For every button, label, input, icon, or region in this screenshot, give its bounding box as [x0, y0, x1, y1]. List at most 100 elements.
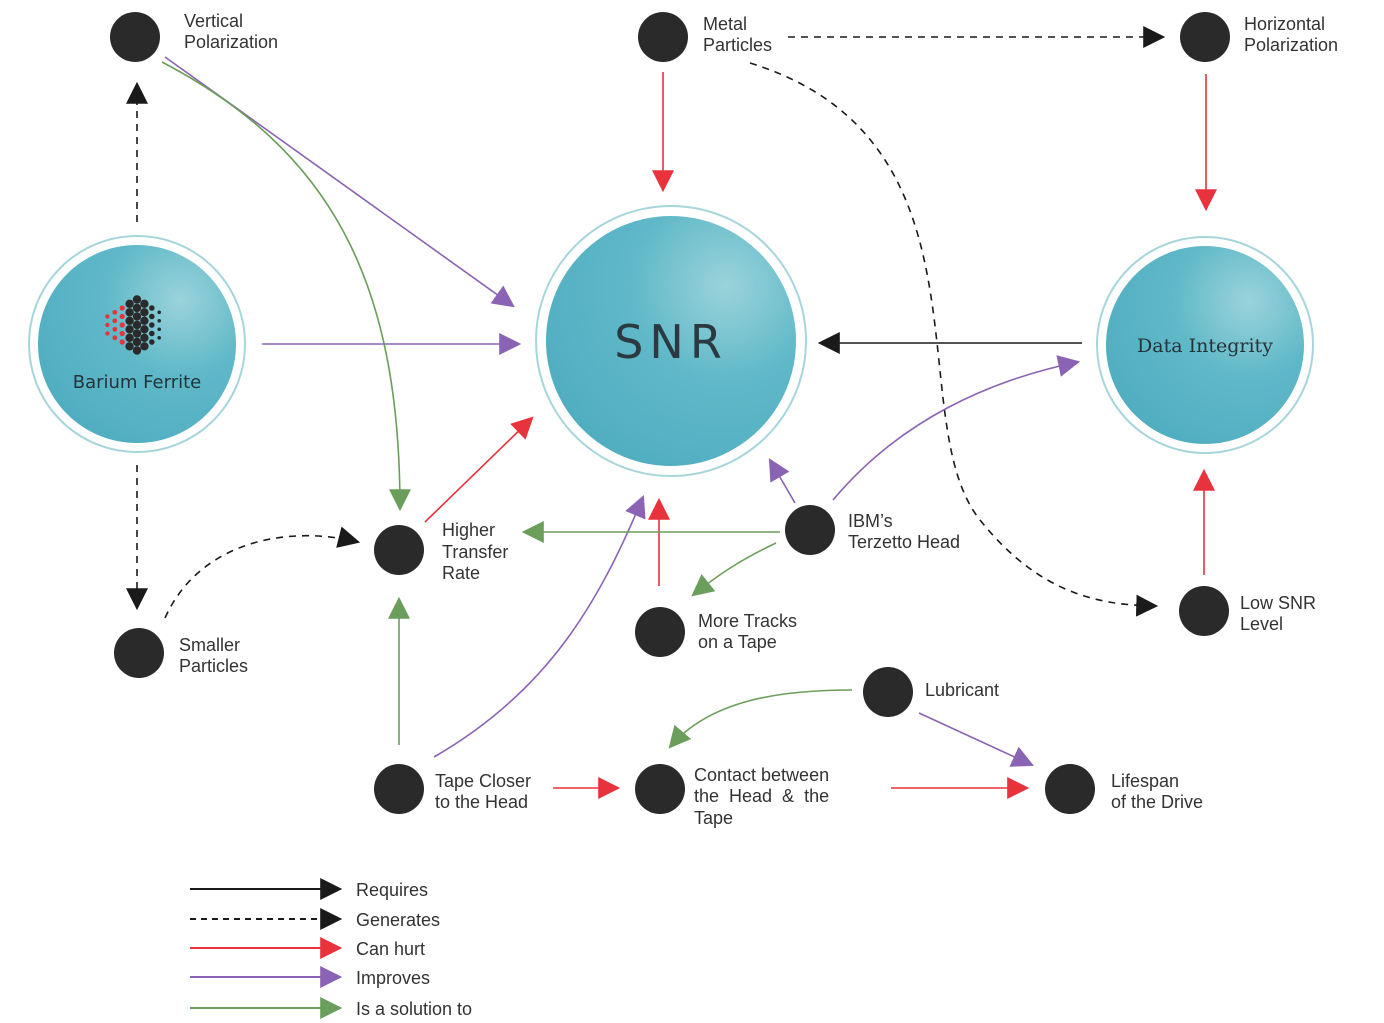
legend-item-generates: Generates — [190, 908, 440, 930]
svg-text:Higher Transfer Ra: Higher Transfer Rate — [442, 520, 513, 583]
logo-dot — [140, 333, 149, 342]
logo-dot — [119, 305, 125, 311]
logo-dot — [125, 333, 134, 342]
hub-data-integrity: Data Integrity — [1096, 236, 1314, 454]
logo-dot — [132, 303, 142, 313]
legend-label-requires: Requires — [356, 880, 428, 900]
svg-text:Horizontal Polarization: Horizontal Polarization — [1244, 14, 1338, 55]
node-label-line: Rate — [442, 563, 480, 583]
node-dot — [1179, 586, 1229, 636]
edge-smaller-generates-transfer — [164, 526, 361, 619]
logo-dot — [132, 329, 142, 338]
logo-dot — [125, 325, 134, 334]
node-dot — [1045, 764, 1095, 814]
node-label-line: to the Head — [435, 792, 528, 812]
node-contact-head-tape: Contact between the Head & the Tape — [635, 764, 829, 828]
edge-ibm-solution-tracks — [691, 542, 777, 597]
node-label-line: Terzetto Head — [848, 532, 960, 552]
node-higher-transfer-rate: Higher Transfer Rate — [374, 520, 513, 583]
svg-text:Tape Closer to the Head: Tape Closer to the Head — [435, 771, 536, 812]
node-label-line: Metal — [703, 14, 747, 34]
legend-item-improves: Improves — [190, 966, 430, 988]
edge-vertical-solution-transfer — [161, 61, 411, 512]
logo-dot — [157, 336, 161, 340]
edge-lubricant-improves-lifespan — [918, 712, 1034, 767]
node-dot — [638, 12, 688, 62]
logo-dot — [119, 339, 125, 345]
hub-snr-label: SNR — [614, 315, 728, 369]
logo-dot — [125, 308, 134, 317]
node-horizontal-polarization: Horizontal Polarization — [1180, 12, 1338, 62]
logo-dot — [132, 320, 142, 330]
svg-text:Low SNR Level: Low SNR Level — [1240, 593, 1321, 634]
node-label-line: Lubricant — [925, 680, 999, 700]
logo-dot — [149, 305, 155, 311]
logo-dot — [112, 335, 118, 341]
node-label-line: Polarization — [184, 32, 278, 52]
logo-dot — [140, 342, 149, 351]
node-label-line: of the Drive — [1111, 792, 1203, 812]
node-label-line: Contact between — [694, 765, 829, 785]
logo-dot — [112, 309, 118, 315]
node-label-line: Vertical — [184, 11, 243, 31]
logo-dot — [140, 316, 149, 325]
logo-dot — [132, 337, 142, 347]
edge-transfer-hurts-snr — [424, 416, 534, 523]
logo-dot — [119, 330, 125, 337]
node-ibm-terzetto-head: IBM’s Terzetto Head — [785, 505, 960, 555]
node-dot — [114, 628, 164, 678]
svg-text:IBM’s Terzetto Head: IBM’s Terzetto Head — [848, 511, 960, 552]
node-dot — [374, 525, 424, 575]
node-dot — [374, 764, 424, 814]
node-dot — [863, 667, 913, 717]
logo-dot — [149, 339, 155, 345]
node-vertical-polarization: Vertical Polarization — [110, 11, 278, 62]
node-dot — [1180, 12, 1230, 62]
node-label-line: Horizontal — [1244, 14, 1325, 34]
svg-text:Lifespan of the Drive: Lifespan of the Drive — [1111, 771, 1203, 812]
edge-metal-generates-lowsnr — [749, 62, 1159, 617]
logo-dot — [105, 314, 110, 319]
node-label-line: Higher — [442, 520, 495, 540]
logo-dot — [157, 319, 161, 323]
logo-dot — [132, 312, 142, 321]
hub-barium-ferrite-label: Barium Ferrite — [73, 372, 202, 393]
node-label-line: Tape — [694, 808, 733, 828]
edge-tape-closer-improves-snr — [433, 494, 646, 758]
legend-label-solution: Is a solution to — [356, 999, 472, 1019]
logo-dot — [140, 299, 149, 308]
svg-text:Vertical Polarization: Vertical Polarization — [184, 11, 278, 52]
legend-item-requires: Requires — [190, 878, 428, 900]
node-label-line: the Head & the — [694, 786, 829, 806]
edge-ibm-improves-integrity — [832, 355, 1081, 501]
logo-dot — [140, 325, 149, 334]
logo-dot — [140, 308, 149, 317]
node-label-line: Low SNR — [1240, 593, 1316, 613]
node-dot — [635, 607, 685, 657]
legend-item-solution: Is a solution to — [190, 997, 472, 1019]
node-label-line: Tape Closer — [435, 771, 531, 791]
logo-dot — [125, 299, 134, 308]
logo-dot — [132, 346, 142, 355]
node-label-line: Transfer — [442, 542, 508, 562]
logo-dot — [125, 342, 134, 351]
logo-dot — [112, 326, 118, 332]
node-low-snr-level: Low SNR Level — [1179, 586, 1321, 636]
node-dot — [110, 12, 160, 62]
logo-dot — [149, 322, 155, 328]
svg-text:More Tracks on a Tape: More Tracks on a Tape — [698, 611, 802, 652]
logo-dot — [112, 318, 118, 324]
edge-ibm-improves-snr — [768, 458, 796, 504]
logo-dot — [157, 327, 161, 332]
node-more-tracks: More Tracks on a Tape — [635, 607, 802, 657]
node-lubricant: Lubricant — [863, 667, 999, 717]
node-lifespan-drive: Lifespan of the Drive — [1045, 764, 1203, 814]
logo-dot — [157, 310, 161, 315]
node-label-line: Level — [1240, 614, 1283, 634]
node-tape-closer: Tape Closer to the Head — [374, 764, 536, 814]
logo-dot — [119, 313, 125, 320]
node-dot — [785, 505, 835, 555]
edge-lubricant-solution-contact — [668, 689, 853, 749]
node-label-line: Polarization — [1244, 35, 1338, 55]
